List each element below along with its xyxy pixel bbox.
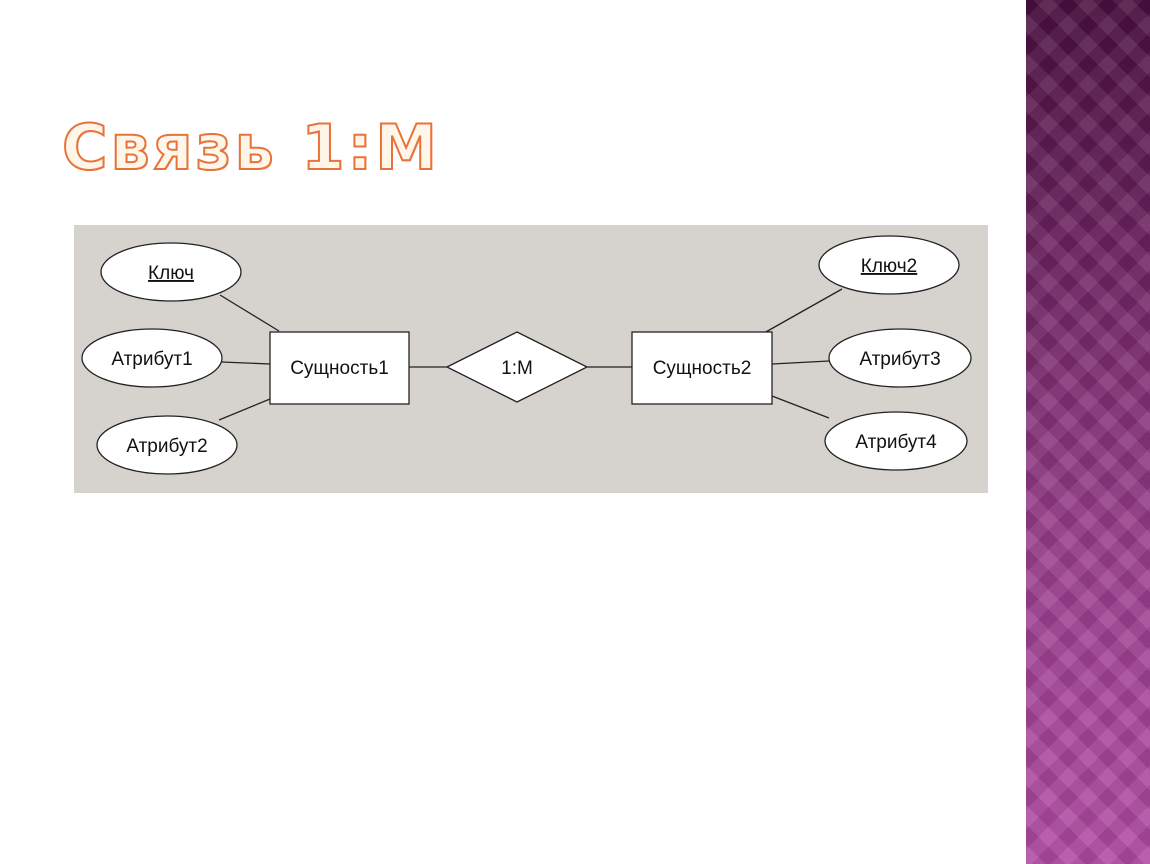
relationship-label: 1:M xyxy=(501,358,533,379)
connector-key1-entity1 xyxy=(219,294,280,332)
attribute-ellipse-key-2 xyxy=(818,235,960,295)
attribute-ellipse-attr-3 xyxy=(828,328,972,388)
er-diagram: Сущность1 1:M Сущность2 Ключ Атрибут1 Ат… xyxy=(74,225,988,493)
attribute-label-key-2: Ключ2 xyxy=(861,256,917,277)
attribute-label-attr-4: Атрибут4 xyxy=(855,432,937,453)
attribute-label-key-1: Ключ xyxy=(148,263,194,284)
attribute-ellipse-attr-1 xyxy=(81,328,223,388)
entity-box-2 xyxy=(631,331,773,405)
connector-attr1-entity1 xyxy=(221,361,271,365)
attribute-ellipse-attr-4 xyxy=(824,411,968,471)
connector-key2-entity2 xyxy=(763,288,843,334)
entity-label-2: Сущность2 xyxy=(653,358,752,379)
relationship-diamond xyxy=(445,331,589,403)
attribute-label-attr-2: Атрибут2 xyxy=(126,436,207,457)
attribute-label-attr-1: Атрибут1 xyxy=(111,349,192,370)
slide-title: Связь 1:М xyxy=(61,110,440,185)
connector-attr3-entity2 xyxy=(771,360,830,365)
connector-lines xyxy=(218,288,843,421)
decorative-side-band xyxy=(1026,0,1150,864)
attribute-label-attr-3: Атрибут3 xyxy=(859,349,940,370)
connector-attr4-entity2 xyxy=(771,395,830,419)
attribute-ellipse-key-1 xyxy=(100,242,242,302)
entity-label-1: Сущность1 xyxy=(290,358,389,379)
er-diagram-canvas: Сущность1 1:M Сущность2 Ключ Атрибут1 Ат… xyxy=(81,235,972,475)
attribute-ellipse-attr-2 xyxy=(96,415,238,475)
entity-box-1 xyxy=(269,331,410,405)
connector-attr2-entity1 xyxy=(218,398,271,421)
